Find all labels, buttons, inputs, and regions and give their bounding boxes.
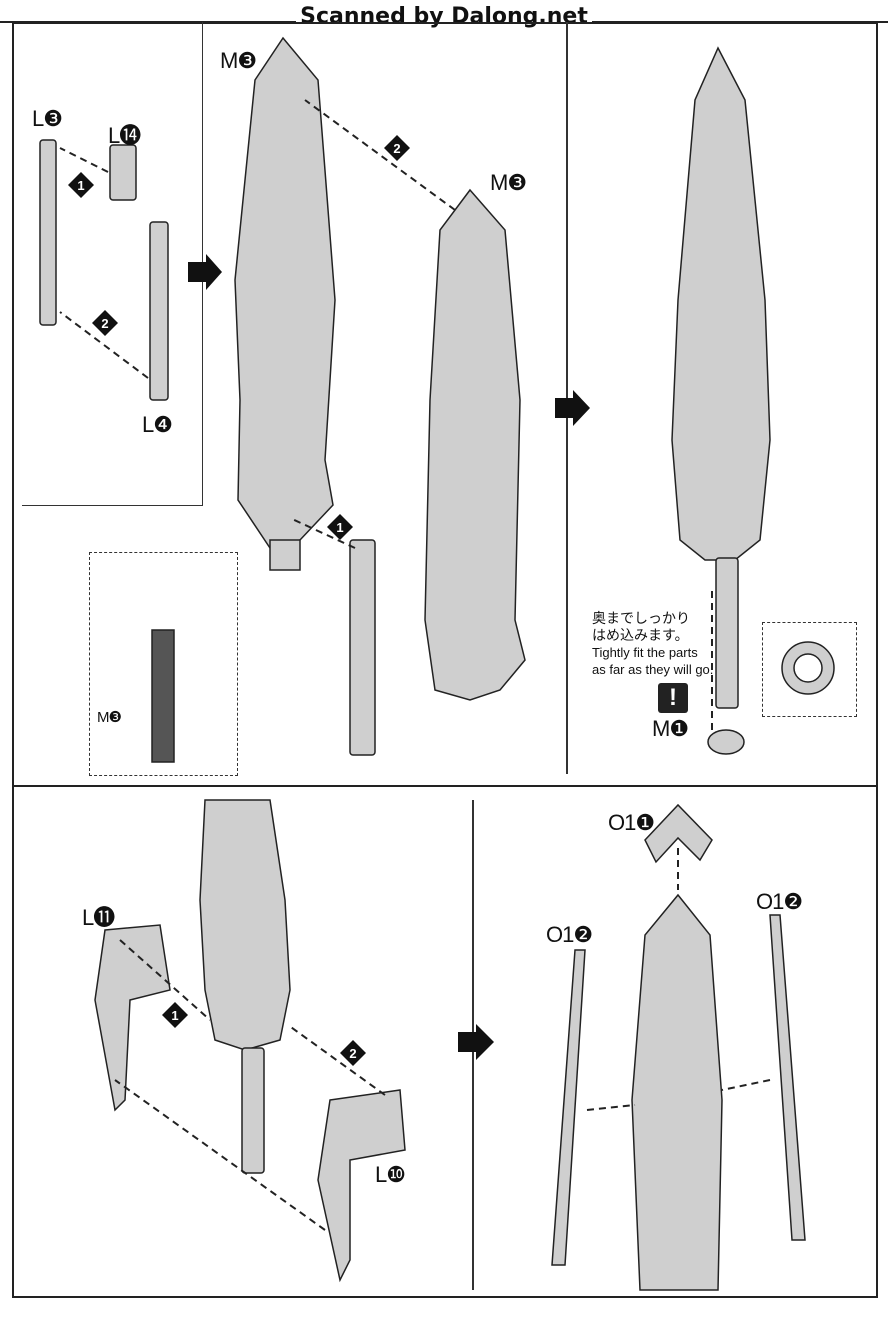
detail-inset [89,552,238,776]
part-label-o1-2: O1❷ [546,922,593,947]
svg-text:1: 1 [336,520,343,535]
part-label-m3-inset: M❸ [97,709,122,726]
step-1-marker: 1 [68,172,94,198]
part-label-m3: M❸ [490,170,527,195]
part-o1-2-left [551,949,586,1266]
step-2-marker: 2 [384,135,410,161]
part-sword-final [631,893,723,1291]
part-m1 [707,729,745,755]
part-l10 [317,1089,406,1283]
part-label-o1-1: O1❶ [608,810,655,835]
svg-text:2: 2 [393,141,400,156]
part-label-m3: M❸ [220,48,257,73]
step-1-marker: 1 [327,514,353,540]
arrow-right-icon [555,390,590,426]
svg-text:2: 2 [349,1046,356,1061]
part-label-o1-2: O1❷ [756,889,803,914]
part-m3-base [269,539,301,571]
part-assembled-sword [671,46,771,561]
step-2-marker: 2 [340,1040,366,1066]
step-1-marker: 1 [162,1002,188,1028]
arrow-right-icon [188,254,222,290]
part-l11 [94,924,171,1112]
svg-text:1: 1 [171,1008,178,1023]
part-o1-2-right [769,914,806,1241]
svg-text:1: 1 [77,178,84,193]
part-sword-lower [199,799,291,1051]
watermark: Scanned by Dalong.net [0,4,888,29]
part-assembled-grip [715,557,739,709]
inset-shaft [151,629,175,763]
part-label-l11: L⓫ [82,905,115,930]
part-label-l10: L❿ [375,1162,406,1187]
part-grip-lower [241,1047,265,1174]
part-m3-front [424,188,526,701]
part-m3-back [234,36,336,549]
caution-icon: ! [658,683,688,713]
part-label-l14: L⓮ [108,123,141,148]
part-label-l3: L❸ [32,106,63,131]
fit-instruction: 奥までしっかり はめ込みます。 Tightly fit the parts as… [592,610,714,677]
part-l3 [39,139,57,326]
step-2-marker: 2 [92,310,118,336]
part-o1-1 [644,803,713,864]
page-frame [12,22,878,1298]
arrow-right-icon [458,1024,494,1060]
part-shaft [349,539,376,756]
arrow-icons [188,254,590,1060]
part-l4 [149,221,169,401]
section-divider [12,785,878,787]
part-label-l4: L❹ [142,412,173,437]
part-l14 [109,144,137,201]
detail-inset-ring [762,622,857,717]
svg-text:2: 2 [101,316,108,331]
part-label-m1: M❶ [652,716,689,741]
